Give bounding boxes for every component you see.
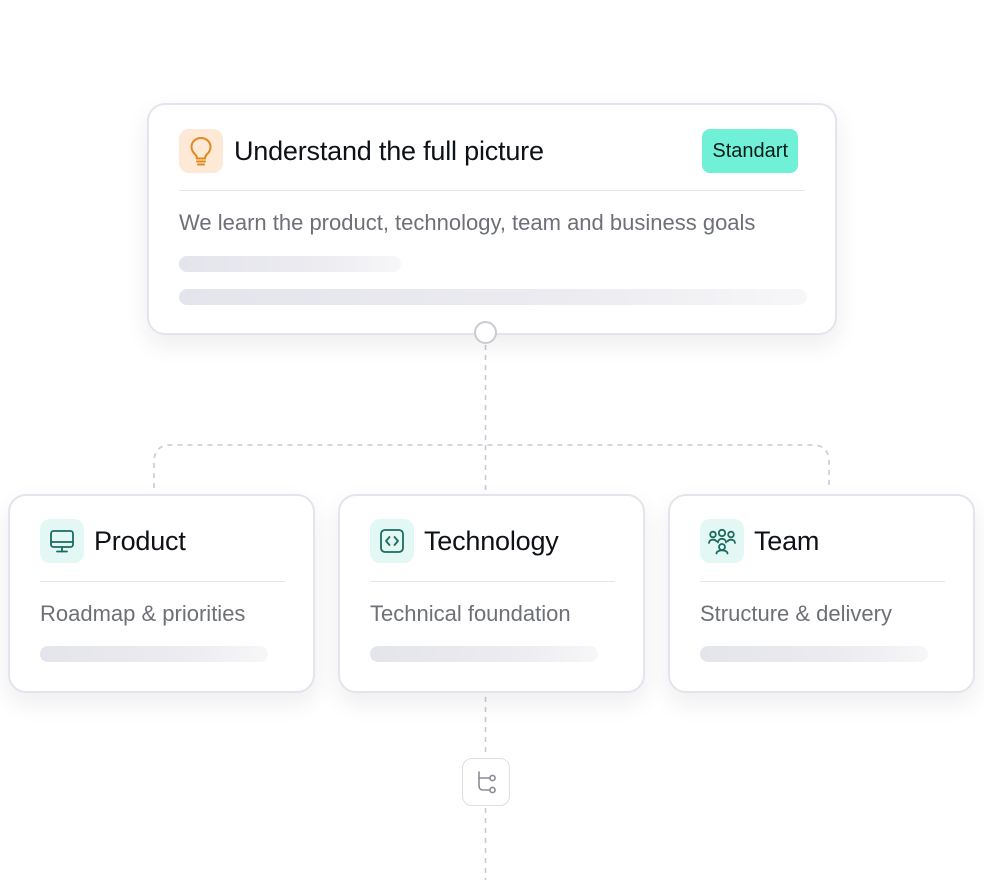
- skeleton-line: [370, 646, 598, 662]
- plan-badge: Standart: [702, 129, 798, 173]
- skeleton-line: [179, 289, 807, 305]
- team-card-description: Structure & delivery: [700, 601, 892, 626]
- branch-icon: [478, 771, 496, 794]
- product-card-divider: [40, 581, 285, 582]
- technology-card-description: Technical foundation: [370, 601, 571, 626]
- technology-card-header: Technology: [370, 518, 615, 564]
- team-card-header: Team: [700, 518, 945, 564]
- main-card-header: Understand the full picture Standart: [179, 128, 798, 174]
- connector-branch-bar: [153, 444, 830, 488]
- connector-node-dot: [474, 321, 497, 344]
- team-card-title: Team: [754, 525, 820, 556]
- branch-node[interactable]: [462, 758, 510, 806]
- product-card[interactable]: Product Roadmap & priorities: [8, 494, 315, 693]
- technology-card-divider: [370, 581, 615, 582]
- product-card-title: Product: [94, 525, 186, 556]
- team-card-divider: [700, 581, 945, 582]
- main-card-divider: [179, 190, 805, 191]
- main-card-description: We learn the product, technology, team a…: [179, 210, 756, 235]
- main-card-title: Understand the full picture: [234, 135, 544, 166]
- main-card[interactable]: Understand the full picture Standart We …: [147, 103, 837, 335]
- skeleton-line: [179, 256, 401, 272]
- people-icon: [700, 519, 744, 563]
- lightbulb-icon: [179, 129, 223, 173]
- technology-card[interactable]: Technology Technical foundation: [338, 494, 645, 693]
- skeleton-line: [40, 646, 268, 662]
- product-card-header: Product: [40, 518, 285, 564]
- skeleton-line: [700, 646, 928, 662]
- technology-card-title: Technology: [424, 525, 559, 556]
- product-card-description: Roadmap & priorities: [40, 601, 246, 626]
- monitor-icon: [40, 519, 84, 563]
- code-icon: [370, 519, 414, 563]
- team-card[interactable]: Team Structure & delivery: [668, 494, 975, 693]
